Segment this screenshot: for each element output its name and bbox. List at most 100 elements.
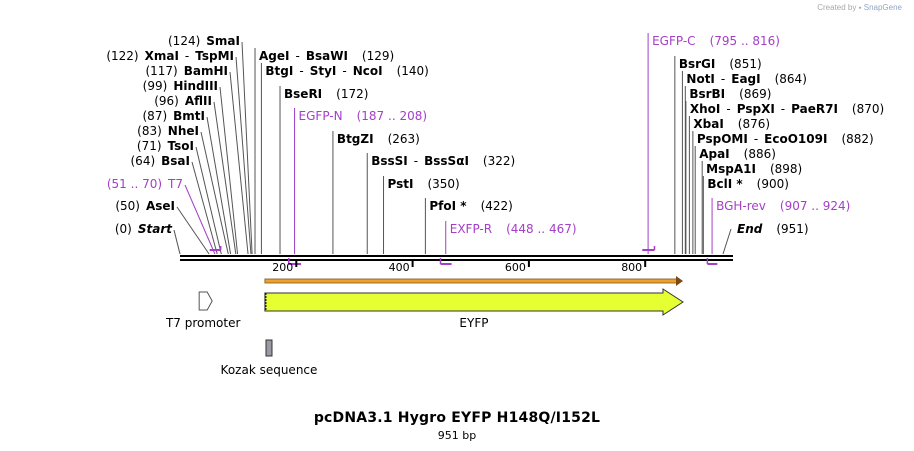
left-leader-line [235, 56, 252, 255]
right-label-egfp-c-795-816: EGFP-C (795 .. 816) [652, 34, 780, 48]
label-part: (71) [137, 139, 162, 153]
label-part: (122) [106, 49, 138, 63]
snapgene-credit: Created by ⬩ SnapGene [817, 3, 902, 13]
label-part: EGFP-N [299, 109, 343, 123]
label-part: BseRI [284, 87, 322, 101]
credit-brand: SnapGene [863, 3, 902, 12]
label-part: (900) [757, 177, 789, 191]
label-part: (51 .. 70) [107, 177, 162, 191]
primer-marks [209, 246, 718, 265]
site-lines [173, 33, 732, 255]
label-part: (187 .. 208) [357, 109, 427, 123]
label-part: NotI [686, 72, 715, 86]
snapgene-logo-icon: ⬩ [858, 3, 862, 12]
label-part: (795 .. 816) [710, 34, 780, 48]
label-part: BsrGI [679, 57, 716, 71]
feature-t7-promoter [198, 291, 213, 311]
label-part: BssSI [371, 154, 408, 168]
feature-eyfp [264, 288, 684, 316]
orf-bar [264, 278, 678, 284]
label-part: - [342, 64, 346, 78]
credit-prefix: Created by [817, 3, 857, 12]
right-leader-line [722, 228, 732, 255]
label-part: (876) [738, 117, 770, 131]
right-label-psti-350: PstI(350) [388, 177, 460, 191]
right-label-egfp-n-187-208: EGFP-N (187 .. 208) [299, 109, 428, 123]
label-part: EXFP-R [450, 222, 492, 236]
label-part: BsaWI [306, 49, 348, 63]
label-part: TsoI [168, 139, 194, 153]
label-part: (851) [729, 57, 761, 71]
label-part: End [737, 222, 763, 236]
label-part: BmtI [173, 109, 205, 123]
label-part: BsrBI [689, 87, 725, 101]
left-label-96-aflii: (96) AflII [154, 94, 212, 108]
label-part: (869) [739, 87, 771, 101]
left-label-83-nhei: (83)NheI [137, 124, 199, 138]
label-part: (83) [137, 124, 162, 138]
site-labels: (124)SmaI(122)XmaI-TspMI(117)BamHI(99)Hi… [106, 34, 884, 236]
feature-label-t7-promoter: T7 promoter [165, 316, 241, 330]
right-label-exfp-r-448-467: EXFP-R (448 .. 467) [450, 222, 577, 236]
label-part: - [781, 102, 785, 116]
left-label-122-xmai-tspmi: (122) XmaI-TspMI [106, 49, 234, 63]
label-part: (117) [145, 64, 177, 78]
label-part: (96) [154, 94, 179, 108]
label-part: (870) [852, 102, 884, 116]
label-part: - [299, 64, 303, 78]
label-part: (422) [481, 199, 513, 213]
label-part: (140) [397, 64, 429, 78]
left-label-99-hindiii: (99)HindIII [143, 79, 218, 93]
right-label-apai-886: ApaI(886) [699, 147, 776, 161]
label-part: - [414, 154, 418, 168]
label-part: PspXI [737, 102, 775, 116]
label-part: AseI [146, 199, 175, 213]
right-label-pfoi-422: PfoI * (422) [429, 199, 512, 213]
label-part: (448 .. 467) [506, 222, 576, 236]
left-leader-line [200, 131, 229, 255]
right-label-xhoi-pspxi-paer7i-870: XhoI-PspXI-PaeR7I(870) [690, 102, 884, 116]
ruler-label-400: 400 [389, 261, 410, 274]
label-part: - [721, 72, 725, 86]
label-part: - [295, 49, 299, 63]
label-part: NcoI [353, 64, 383, 78]
map-length: 951 bp [437, 429, 477, 442]
left-label-124-smai: (124)SmaI [168, 34, 240, 48]
label-part: - [185, 49, 189, 63]
label-part: (898) [770, 162, 802, 176]
left-leader-line [191, 161, 218, 255]
left-label-64-bsai: (64)BsaI [131, 154, 191, 168]
label-part: Start [138, 222, 173, 236]
left-leader-line [173, 229, 181, 255]
label-part: EGFP-C [652, 34, 695, 48]
label-part: (864) [775, 72, 807, 86]
label-part: (50) [115, 199, 140, 213]
right-label-noti-eagi-864: NotI-EagI(864) [686, 72, 806, 86]
label-part: HindIII [173, 79, 218, 93]
label-part: XmaI [145, 49, 179, 63]
label-part: BtgZI [337, 132, 374, 146]
label-part: PspOMI [697, 132, 748, 146]
label-part: BamHI [184, 64, 228, 78]
backbone [180, 255, 733, 261]
label-part: T7 [167, 177, 183, 191]
label-part: PfoI * [429, 199, 467, 213]
label-part: BsaI [161, 154, 190, 168]
left-label-50-asei: (50) AseI [115, 199, 175, 213]
ruler-label-200: 200 [272, 261, 293, 274]
left-leader-line [213, 101, 237, 255]
right-label-end-951: End(951) [737, 222, 809, 236]
label-part: (0) [115, 222, 132, 236]
label-part: TspMI [195, 49, 234, 63]
label-part: AflII [185, 94, 212, 108]
label-part: (886) [744, 147, 776, 161]
right-label-btgi-styi-ncoi-140: BtgI-StyI-NcoI(140) [265, 64, 428, 78]
right-label-pspomi-ecoo109i-882: PspOMI-EcoO109I(882) [697, 132, 874, 146]
label-part: BclI * [707, 177, 743, 191]
left-leader-line [184, 184, 216, 255]
label-part: (907 .. 924) [780, 199, 850, 213]
left-leader-line [176, 206, 210, 255]
label-part: BssSαI [424, 154, 469, 168]
